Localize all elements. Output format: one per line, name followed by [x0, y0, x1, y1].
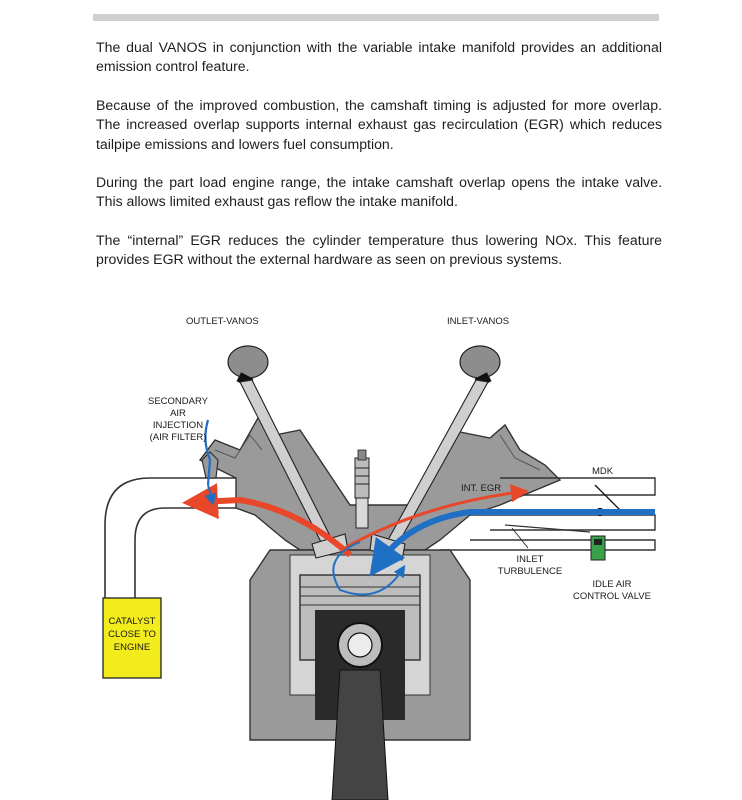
secondary-air-label-3: INJECTION [153, 420, 203, 431]
piston [299, 574, 421, 800]
catalyst-label-2: CLOSE TO [108, 629, 156, 640]
body-text: The dual VANOS in conjunction with the v… [96, 38, 662, 289]
paragraph-1: The dual VANOS in conjunction with the v… [96, 39, 662, 75]
inlet-vanos-label: INLET-VANOS [447, 316, 509, 327]
catalyst-box: CATALYST CLOSE TO ENGINE [102, 597, 162, 679]
spark-plug [354, 449, 370, 529]
secondary-air-label-4: (AIR FILTER) [150, 432, 207, 443]
inlet-turbulence-label-1: INLET [517, 554, 544, 565]
secondary-air-label-1: SECONDARY [148, 396, 209, 407]
paragraph-4: The “internal” EGR reduces the cylinder … [96, 231, 662, 268]
int-egr-label: INT. EGR [461, 483, 501, 494]
mdk-label: MDK [592, 466, 614, 477]
secondary-air-duct [201, 419, 219, 486]
exhaust-flow-arrows [182, 483, 529, 558]
secondary-air-label-2: AIR [170, 408, 186, 419]
exhaust-valve [227, 345, 349, 559]
inlet-turbulence-label-2: TURBULENCE [498, 566, 562, 577]
catalyst-label-3: ENGINE [114, 642, 150, 653]
top-divider-bar [93, 14, 659, 21]
idle-air-label-1: IDLE AIR [592, 579, 631, 590]
catalyst-label-1: CATALYST [109, 616, 156, 627]
outlet-vanos-label: OUTLET-VANOS [186, 316, 259, 327]
paragraph-2: Because of the improved combustion, the … [96, 96, 662, 152]
exhaust-pipe [104, 477, 236, 600]
intake-flow-arrows [204, 484, 655, 596]
idle-air-label-2: CONTROL VALVE [573, 591, 651, 602]
engine-egr-diagram: CATALYST CLOSE TO ENGINE [0, 300, 742, 800]
paragraph-3: During the part load engine range, the i… [96, 174, 662, 210]
